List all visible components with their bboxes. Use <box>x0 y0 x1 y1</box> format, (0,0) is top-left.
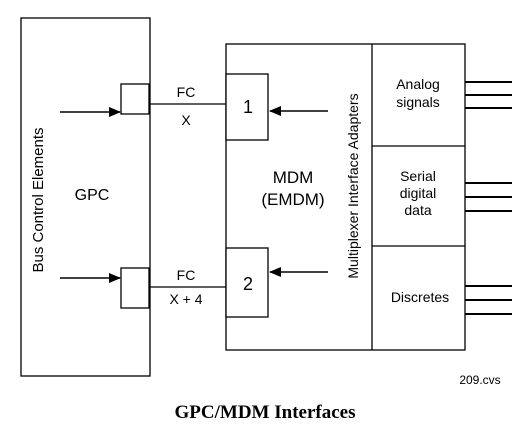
adapter-label: Multiplexer Interface Adapters <box>345 93 361 278</box>
link-bottom-sublabel: X + 4 <box>169 291 202 307</box>
emdm-label: (EMDM) <box>261 190 324 209</box>
file-ref: 209.cvs <box>459 373 500 387</box>
gpc-port-top <box>120 83 150 115</box>
serial-label-2: digital <box>400 185 437 201</box>
gpc-label: GPC <box>75 187 110 204</box>
link-top-sublabel: X <box>181 112 191 128</box>
mdm-port-1 <box>225 73 269 141</box>
bus-control-label: Bus Control Elements <box>30 127 47 272</box>
analog-label-1: Analog <box>396 76 440 92</box>
mdm-label: MDM <box>273 168 314 187</box>
link-top-label: FC <box>177 84 196 100</box>
mdm-port-2 <box>225 247 269 318</box>
serial-signal-lines <box>465 182 512 212</box>
mdm-port-1-label: 1 <box>243 97 253 117</box>
analog-signal-lines <box>465 81 512 109</box>
link-bottom-label: FC <box>177 267 196 283</box>
discrete-signal-lines <box>465 285 512 315</box>
serial-label-1: Serial <box>400 168 436 184</box>
analog-label-2: signals <box>396 94 440 110</box>
serial-label-3: data <box>404 202 431 218</box>
caption: GPC/MDM Interfaces <box>175 402 356 423</box>
discretes-label: Discretes <box>391 289 449 305</box>
gpc-port-bottom <box>120 267 150 309</box>
mdm-port-2-label: 2 <box>243 274 253 294</box>
gpc-box <box>20 17 151 377</box>
